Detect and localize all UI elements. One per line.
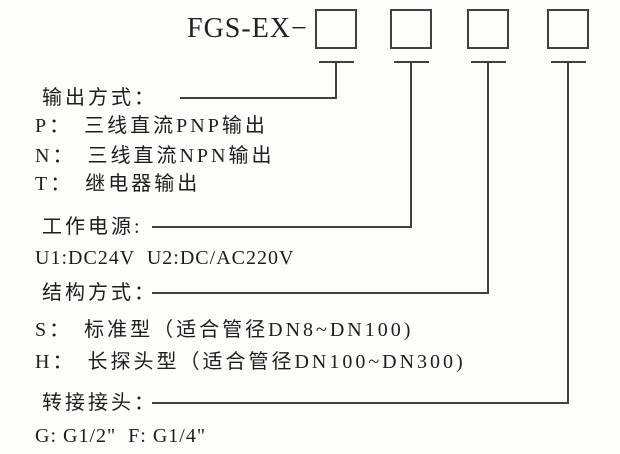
option-code: T： (35, 173, 74, 195)
option-row-thread-size: G: G1/2" F: G1/4" (35, 425, 207, 447)
code-box-structure-type (467, 9, 509, 49)
section-label-structure-type: 结构方式： (42, 282, 157, 304)
option-code: P： (35, 115, 73, 137)
code-box-output-mode (315, 9, 357, 49)
model-separator-dash: − (291, 13, 308, 44)
section-label-power-supply: 工作电源: (42, 216, 143, 238)
option-row-npn: N： 三线直流NPN输出 (35, 144, 274, 168)
page-title: FGS-EX− (187, 12, 308, 46)
connector-output-mode (180, 62, 337, 99)
section-label-output-mode: 输出方式： (42, 87, 157, 109)
option-row-standard: S： 标准型（适合管径DN8~DN100) (35, 318, 413, 342)
option-code: H： (35, 351, 76, 373)
option-code: N： (35, 145, 76, 167)
connector-power-supply (152, 62, 412, 228)
option-row-pnp: P： 三线直流PNP输出 (35, 114, 268, 138)
option-row-long-probe: H： 长探头型（适合管径DN100~DN300) (35, 350, 466, 374)
option-row-relay: T： 继电器输出 (35, 172, 200, 196)
option-desc: 标准型（适合管径DN8~DN100) (84, 319, 414, 341)
code-box-power-supply (390, 9, 432, 49)
option-desc: 长探头型（适合管径DN100~DN300) (87, 351, 466, 373)
section-label-adapter-joint: 转接接头： (42, 392, 157, 414)
option-desc: 三线直流NPN输出 (87, 145, 275, 167)
option-code: S： (35, 319, 73, 341)
connector-structure (152, 62, 489, 294)
option-desc: 三线直流PNP输出 (84, 115, 268, 137)
model-prefix: FGS-EX (187, 13, 292, 44)
option-row-voltage: U1:DC24V U2:DC/AC220V (35, 247, 295, 269)
connector-adapter-joint (152, 62, 569, 404)
code-box-adapter-joint (547, 9, 589, 49)
option-desc: 继电器输出 (85, 173, 201, 195)
